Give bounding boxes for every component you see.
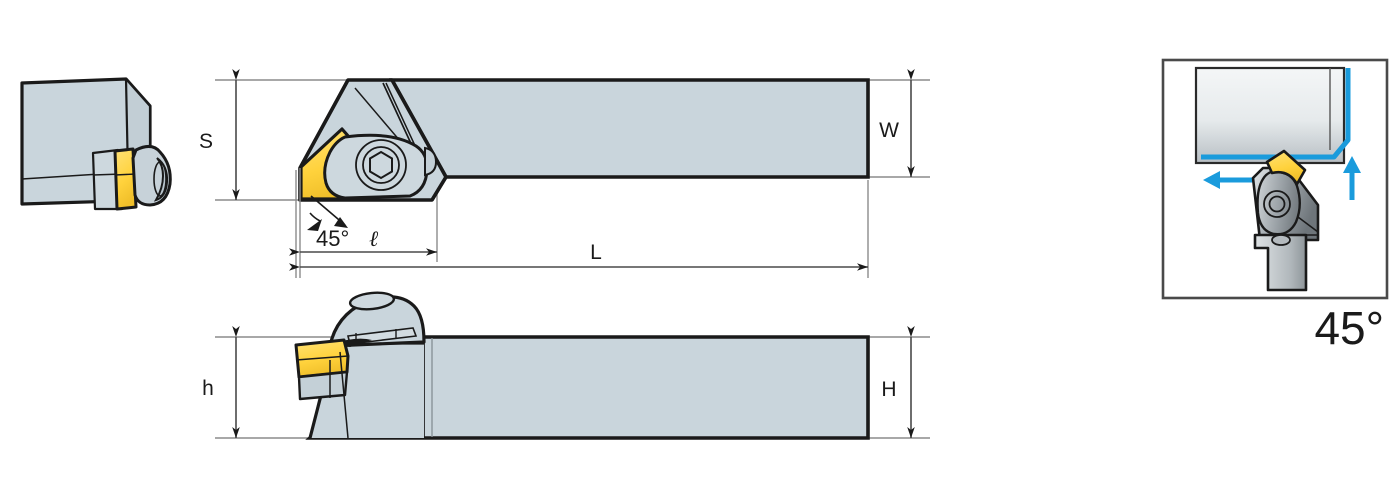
iso-screw-ring	[153, 161, 167, 197]
dim-label-H: H	[881, 378, 896, 401]
top-hex-socket	[369, 150, 393, 180]
dim-label-W: W	[879, 119, 899, 142]
top-clamp-lug	[424, 146, 438, 177]
op-screw-ring-outer	[1263, 190, 1291, 218]
op-insert	[1265, 149, 1307, 186]
lead-angle-label: 45°	[316, 226, 349, 251]
angle-arc-45	[309, 212, 321, 222]
top-head-front-edge	[298, 79, 350, 169]
side-screw-head	[348, 291, 396, 311]
leader-arrow-45	[334, 217, 348, 228]
side-insert-edge	[295, 355, 349, 361]
feed-arrow-up	[1343, 156, 1361, 200]
dim-label-S: S	[199, 130, 213, 153]
side-shim	[297, 370, 349, 401]
op-clamp	[1256, 170, 1301, 236]
top-shank	[388, 78, 870, 179]
iso-tool-tip-view	[20, 77, 172, 211]
dim-label-h: h	[202, 377, 214, 400]
side-relief-line1	[339, 351, 349, 439]
operation-caption: 45°	[1314, 302, 1384, 354]
top-head-step	[430, 176, 448, 201]
dim-label-L: L	[590, 241, 602, 264]
side-view: h H	[202, 291, 930, 440]
operation-diagram: 45°	[1161, 58, 1389, 354]
angle-arc-arrow	[307, 219, 322, 231]
iso-insert-face	[113, 147, 138, 211]
workpiece	[1194, 66, 1346, 165]
top-view: S W 45° ℓ L	[199, 69, 930, 278]
op-clamp-lug	[1271, 234, 1291, 246]
dim-label-ell: ℓ	[369, 226, 379, 251]
machined-path	[1201, 68, 1351, 160]
top-screw-bore-inner	[362, 146, 400, 184]
op-screw-ring-inner	[1268, 195, 1286, 213]
top-screw-bore-outer	[355, 139, 407, 191]
feed-arrow-left	[1203, 171, 1256, 189]
